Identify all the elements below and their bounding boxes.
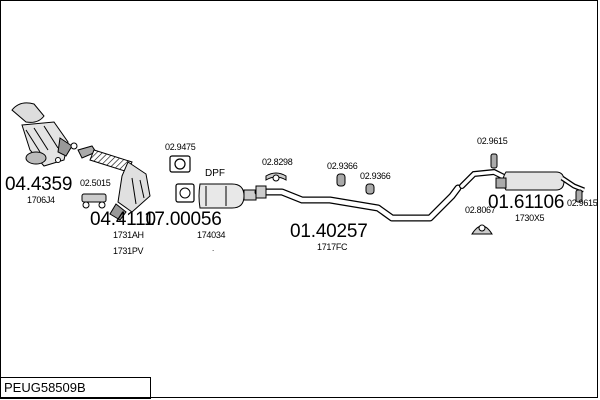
- part-number-label: 01.61106: [488, 192, 565, 213]
- part-number-label: 04.4110: [90, 209, 156, 230]
- dpf-label: DPF: [205, 168, 225, 179]
- part-number-label: 02.9366: [360, 171, 391, 181]
- part-reference-label: 1706J4: [27, 195, 55, 205]
- part-number-label: 02.9615: [567, 198, 598, 208]
- hanger-part-02-9366-b: [365, 183, 375, 195]
- part-number-label: 01.40257: [290, 221, 368, 242]
- hanger-part-02-9615-a: [490, 153, 498, 169]
- dpf-part: [175, 183, 257, 209]
- part-number-label: 04.4359: [5, 174, 73, 195]
- diagram-code: PEUG58509B: [4, 380, 86, 395]
- middle-pipe-part: [254, 184, 462, 222]
- part-number-label: 02.9615: [477, 136, 508, 146]
- part-number-label: 02.9366: [327, 161, 358, 171]
- rubber-mount-part-02-8067: [471, 224, 493, 235]
- part-reference-label: 174034: [197, 230, 226, 240]
- hanger-part-02-9366-a: [336, 173, 346, 187]
- part-number-label: 02.8298: [262, 157, 293, 167]
- part-reference-label: 1717FC: [317, 242, 348, 252]
- part-number-label: 02.5015: [80, 178, 111, 188]
- manifold-converter-part: [11, 102, 78, 167]
- part-reference-label: 1731AH: [113, 230, 144, 240]
- rear-silencer-part: [459, 168, 585, 193]
- dot-mark: .: [212, 244, 215, 253]
- part-number-label: 02.8067: [465, 205, 496, 215]
- part-number-label: 17.00056: [144, 209, 222, 230]
- clamp-part-02-8298: [265, 172, 287, 182]
- gasket-part-02-9475: [169, 155, 191, 173]
- part-reference-label: 1730X5: [515, 213, 545, 223]
- diagram-code-box: [0, 377, 151, 399]
- hanger-part-02-9615-b: [575, 189, 583, 203]
- part-number-label: 02.9475: [165, 142, 196, 152]
- part-reference-label: 1731PV: [113, 246, 144, 256]
- flex-pipe-converter-part: [77, 145, 151, 221]
- clamp-part-02-5015: [81, 193, 107, 209]
